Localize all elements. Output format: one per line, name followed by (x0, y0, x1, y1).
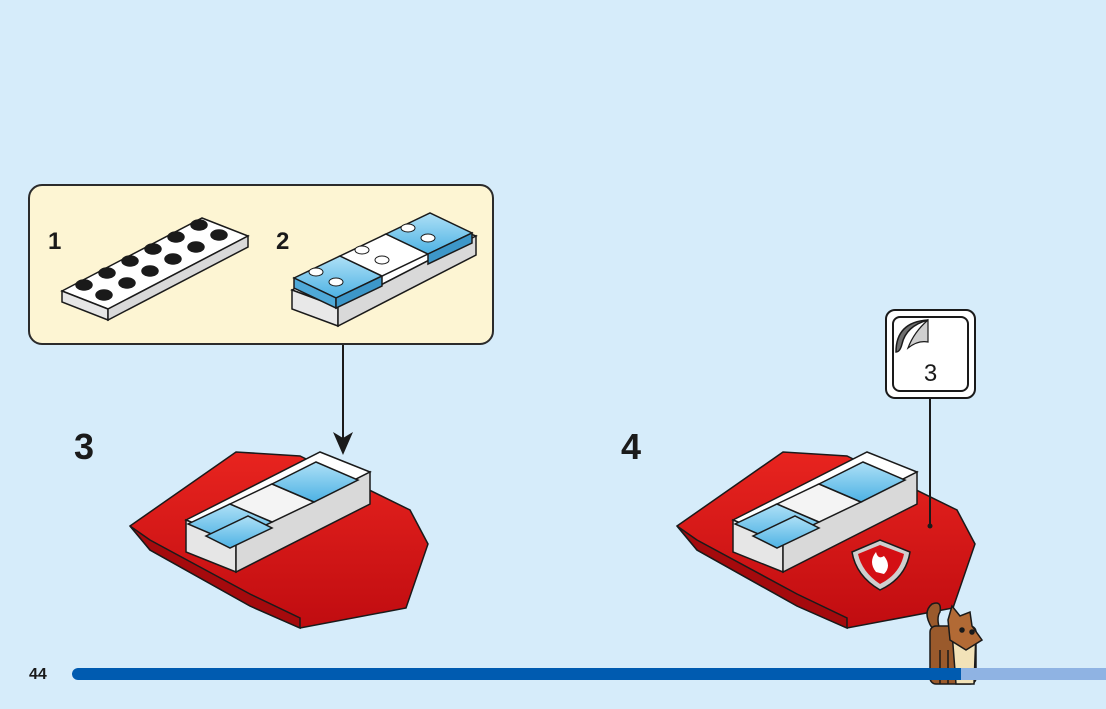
white-plate-2x6 (60, 217, 250, 322)
arrow-down-icon (333, 345, 353, 455)
sticker-number: 3 (923, 360, 938, 387)
step4-model (675, 451, 976, 630)
light-bar-assembly (290, 212, 478, 328)
substep-number-2: 2 (276, 228, 290, 255)
page-number: 44 (29, 666, 47, 683)
sticker-sheet-icon: 3 (892, 316, 969, 392)
fire-shield-sticker-icon (851, 539, 911, 591)
progress-bar (72, 668, 1106, 680)
sticker-reference-box: 3 (885, 309, 976, 399)
progress-bar-fill (72, 668, 962, 680)
cat-minifig-icon (926, 602, 984, 685)
step-number-3: 3 (74, 426, 95, 467)
substep-number-1: 1 (48, 228, 62, 255)
sticker-leader-dot (927, 523, 933, 529)
step-number-4: 4 (621, 426, 642, 467)
step3-model (128, 451, 429, 630)
